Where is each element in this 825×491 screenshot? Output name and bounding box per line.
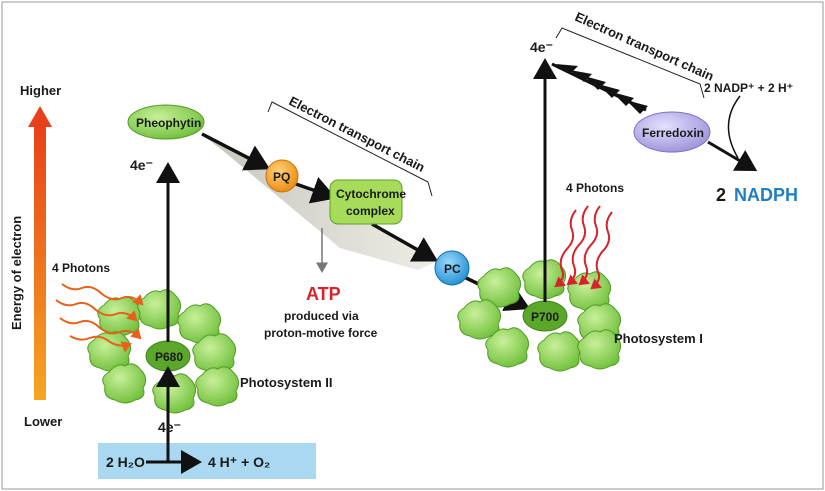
ferredoxin-node: [633, 111, 711, 153]
chain-2-bracket: [555, 27, 705, 99]
water-split-box: [98, 443, 316, 479]
energy-low-label: Lower: [24, 414, 62, 429]
nadph-coefficient: 2: [716, 185, 726, 205]
photons-psi: 4 Photons: [554, 181, 624, 290]
energy-arrowhead: [28, 106, 52, 127]
cytochrome-node: [329, 179, 403, 225]
energy-gradient-bar: [34, 125, 46, 400]
photons-psii: 4 Photons: [52, 261, 144, 353]
pc-node: [434, 250, 470, 286]
water-reactant: 2 H₂O: [106, 454, 145, 470]
arrow-ferredoxin-nadph: [707, 140, 758, 172]
photosystem-ii-label: Photosystem II: [240, 375, 332, 390]
atp-label: ATP: [306, 284, 341, 304]
photosystem-i-complex: P700: [457, 259, 622, 372]
psi-electrons-up-label: 4e⁻: [530, 39, 553, 55]
ferredoxin-label: Ferredoxin: [642, 126, 704, 140]
arrow-cytochrome-pc: [371, 222, 439, 262]
water-products: 4 H⁺ + O₂: [208, 454, 270, 470]
nadp-input-curve: [727, 95, 741, 159]
arrow-pq-cytochrome: [295, 176, 337, 204]
energy-high-label: Higher: [20, 83, 61, 98]
pq-label: PQ: [273, 170, 290, 184]
atp-caption-line1: produced via: [284, 309, 359, 323]
nadp-reactants: 2 NADP⁺ + 2 H⁺: [704, 81, 793, 95]
psii-electrons-up-label: 4e⁻: [130, 157, 153, 173]
photosystem-ii-complex: P680: [87, 289, 240, 414]
pq-node: [265, 159, 299, 193]
photons-psi-label: 4 Photons: [566, 181, 624, 195]
nadph-label: NADPH: [734, 185, 798, 205]
p700-label: P700: [531, 310, 559, 324]
pheophytin-node: [127, 104, 205, 140]
photosystem-i-label: Photosystem I: [614, 331, 703, 346]
chain-1-bracket: [267, 101, 433, 197]
arrow-pheophytin-pq: [201, 132, 271, 171]
water-electrons-label: 4e⁻: [158, 419, 181, 435]
energy-axis: Higher Lower Energy of electron: [9, 83, 62, 429]
pheophytin-label: Pheophytin: [136, 116, 201, 130]
cytochrome-label-line1: Cytochrome: [336, 187, 406, 201]
atp-caption-line2: proton-motive force: [264, 326, 378, 340]
p680-label: P680: [155, 350, 183, 364]
pc-label: PC: [444, 262, 461, 276]
chain-2-chevrons: [551, 62, 648, 114]
cytochrome-label-line2: complex: [346, 204, 395, 218]
energy-axis-title: Energy of electron: [9, 216, 24, 330]
photons-psii-label: 4 Photons: [52, 261, 110, 275]
